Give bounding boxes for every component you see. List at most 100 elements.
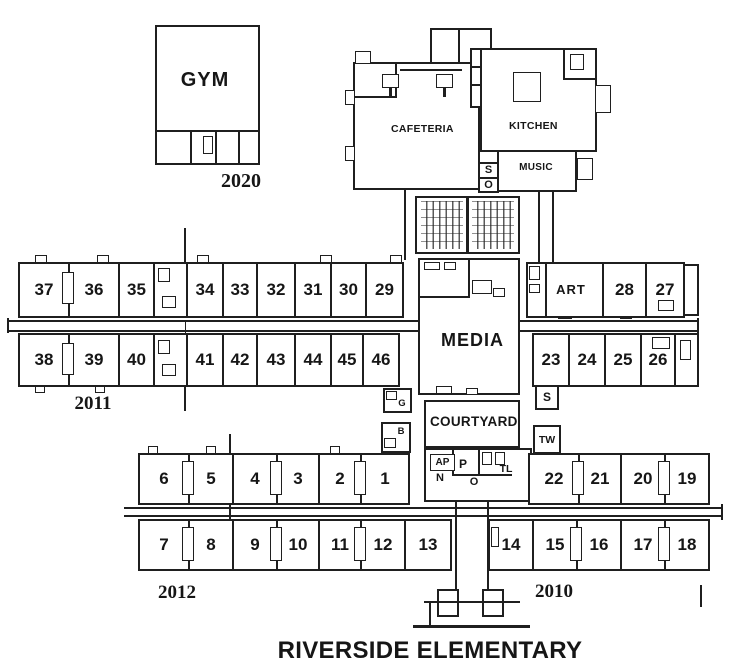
room-32: 32 [256, 262, 296, 318]
boys-restroom [381, 422, 411, 453]
cafeteria-west-notch [345, 90, 355, 105]
music-closet-divider [479, 177, 498, 179]
corridor-north-right-cap [697, 318, 699, 333]
service-block-divider [458, 28, 460, 64]
hall-center-left-wall [455, 500, 457, 592]
cafeteria-west-notch [345, 146, 355, 161]
room-39: 39 [68, 333, 120, 387]
closet [658, 461, 670, 495]
media-shelf [444, 262, 456, 270]
corridor-north-left-cap [7, 318, 9, 333]
serving-table [436, 74, 453, 88]
gym-locker-divider [190, 130, 192, 163]
media-shelf [424, 262, 440, 270]
p-label: P [458, 457, 467, 471]
room-35: 35 [118, 262, 155, 318]
closet [62, 343, 74, 375]
gym-room [155, 25, 260, 165]
media-fixture [436, 386, 452, 394]
n-label: N [436, 472, 444, 484]
ap-office-box: AP [430, 454, 455, 471]
closet [182, 461, 194, 495]
room-8: 8 [188, 519, 234, 571]
media-av-closet [472, 280, 492, 294]
room-23: 23 [532, 333, 570, 387]
restroom-fixture [386, 391, 397, 400]
room-19: 19 [664, 453, 710, 505]
gym-locker-wall [157, 130, 258, 132]
room-3: 3 [276, 453, 320, 505]
room-44: 44 [294, 333, 332, 387]
restroom-center-wall [466, 196, 469, 254]
room-40: 40 [118, 333, 155, 387]
media-workroom-wall [418, 296, 470, 298]
vestibule-fixture [529, 266, 540, 280]
cafeteria-room [353, 62, 480, 190]
gym-label: GYM [180, 69, 230, 91]
vestibule-fixture [529, 284, 540, 293]
closet [182, 527, 194, 561]
room-34: 34 [186, 262, 224, 318]
gym-fixture [203, 136, 213, 154]
cafeteria-inner-wall [353, 96, 397, 98]
exterior-tick-right [700, 585, 702, 607]
entrance-walk [424, 601, 520, 603]
gym-locker-divider [215, 130, 217, 163]
teacher-workroom: TW [533, 425, 561, 454]
room-42: 42 [222, 333, 258, 387]
room-21: 21 [578, 453, 622, 505]
music-east-bump [577, 158, 593, 180]
media-storage-room: S [535, 383, 559, 410]
courtyard [424, 400, 520, 448]
media-fixture [466, 388, 478, 395]
room-24: 24 [568, 333, 606, 387]
corridor-north-top [8, 320, 698, 322]
room-33: 33 [222, 262, 258, 318]
entrance-vestibule [482, 589, 504, 617]
utility-fixture [162, 364, 176, 376]
hall-music-art-left [538, 192, 540, 262]
entrance-walk-side [429, 601, 431, 625]
media-fixture [493, 288, 505, 297]
room-41: 41 [186, 333, 224, 387]
art-room [545, 262, 604, 318]
kitchen-label: KITCHEN [509, 120, 558, 132]
kitchen-inner-wall [563, 50, 565, 80]
wing-2011-label: 2011 [74, 393, 112, 414]
room-29: 29 [365, 262, 404, 318]
closet [62, 272, 74, 304]
wing-2012-label: 2012 [158, 582, 196, 603]
hall-gym-cross [185, 320, 186, 333]
room-10: 10 [276, 519, 320, 571]
room-46: 46 [362, 333, 400, 387]
kitchen-counter [570, 54, 584, 70]
utility-fixture [158, 340, 170, 354]
kitchen-island [513, 72, 541, 102]
art-label: ART [556, 282, 586, 297]
tl-label: TL [499, 463, 513, 475]
room-37: 37 [18, 262, 70, 318]
room-6: 6 [138, 453, 190, 505]
serving-table-leg [389, 88, 392, 97]
hall-west-upper [229, 434, 231, 455]
corridor-south-top [124, 507, 722, 509]
entrance-vestibule [437, 589, 459, 617]
corridor-south-right-cap [721, 504, 723, 520]
b-label: B [397, 426, 405, 437]
admin-fixture [495, 452, 505, 465]
gym-locker-divider [238, 130, 240, 163]
hall-cafeteria-media [404, 190, 406, 260]
corridor-south-bottom [124, 515, 722, 517]
utility-fixture [162, 296, 176, 308]
admin-wall [452, 474, 512, 476]
room-43: 43 [256, 333, 296, 387]
room-30: 30 [330, 262, 367, 318]
room-31: 31 [294, 262, 332, 318]
kitchen-east-bump [595, 85, 611, 113]
music-label: MUSIC [519, 162, 553, 173]
hall-west-lower [229, 505, 231, 520]
restroom-fixture [384, 438, 396, 448]
cafeteria-label: CAFETERIA [391, 123, 454, 135]
corridor-north-bottom [8, 330, 698, 332]
